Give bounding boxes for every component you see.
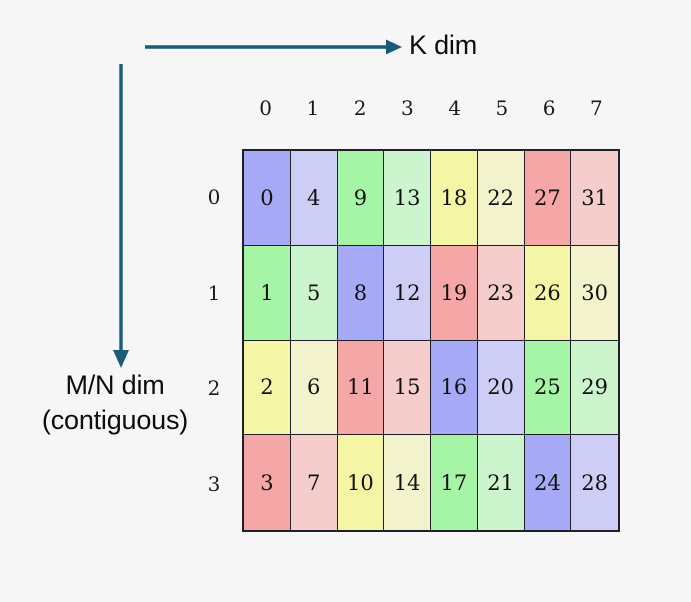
matrix-cell-r0-c7: 31 [571,151,618,246]
mn-dim-label-line1: M/N dim [65,370,165,400]
matrix-cell-r2-c2: 11 [337,340,385,436]
mn-dim-label: M/N dim (contiguous) [0,368,230,437]
column-header-4: 4 [448,96,461,120]
matrix-cell-r2-c3: 15 [384,340,431,436]
matrix-cell-r1-c3: 12 [384,245,431,341]
matrix-cell-r2-c0: 2 [244,340,291,436]
right-arrow-icon [145,39,402,55]
matrix-cell-r3-c4: 17 [431,435,478,530]
row-header-0: 0 [207,184,221,209]
matrix-cell-r2-c1: 6 [290,340,338,436]
matrix-cell-r1-c2: 8 [337,245,385,341]
matrix-cell-r1-c7: 30 [571,245,618,341]
row-header-3: 3 [207,472,221,497]
matrix-cell-r3-c2: 10 [337,435,385,530]
matrix-cell-r0-c4: 18 [431,151,478,246]
column-header-3: 3 [401,96,414,120]
matrix-cell-r2-c7: 29 [571,340,618,436]
k-dim-label: K dim [409,30,478,60]
mn-dim-label-line2: (contiguous) [41,404,189,435]
column-header-1: 1 [306,96,320,120]
row-header-1: 1 [207,280,221,305]
matrix-cell-r1-c0: 1 [244,245,291,341]
mn-dim-arrow [104,62,138,372]
column-header-6: 6 [542,96,556,120]
column-header-5: 5 [495,96,509,120]
matrix-cell-r3-c6: 24 [524,435,572,530]
matrix-cell-r0-c2: 9 [337,151,385,246]
matrix-cell-r3-c3: 14 [384,435,431,530]
matrix-cell-r1-c4: 19 [431,245,478,341]
column-header-7: 7 [590,96,603,120]
matrix-cell-r0-c0: 0 [244,151,291,246]
matrix-cell-r3-c5: 21 [477,435,525,530]
down-arrow-icon [113,64,129,368]
column-header-2: 2 [353,96,367,120]
k-dim-arrow [140,28,410,68]
matrix-cell-r2-c6: 25 [524,340,572,436]
matrix-cell-r3-c1: 7 [290,435,338,530]
matrix-cell-r0-c5: 22 [477,151,525,246]
column-header-row: 0 1 2 3 4 5 6 7 [242,96,620,120]
matrix-cell-r1-c5: 23 [477,245,525,341]
matrix-cell-r0-c1: 4 [290,151,338,246]
matrix-cell-r1-c1: 5 [290,245,338,341]
matrix-cell-r0-c6: 27 [524,151,572,246]
matrix-cell-r0-c3: 13 [384,151,431,246]
matrix-cell-r3-c0: 3 [244,435,291,530]
row-header-column: 0 1 2 3 [196,149,232,532]
matrix-cell-r2-c5: 20 [477,340,525,436]
matrix-cell-r3-c7: 28 [571,435,618,530]
column-header-0: 0 [259,96,272,120]
row-header-2: 2 [207,376,221,401]
matrix-cell-r1-c6: 26 [524,245,572,341]
matrix-cell-r2-c4: 16 [431,340,478,436]
